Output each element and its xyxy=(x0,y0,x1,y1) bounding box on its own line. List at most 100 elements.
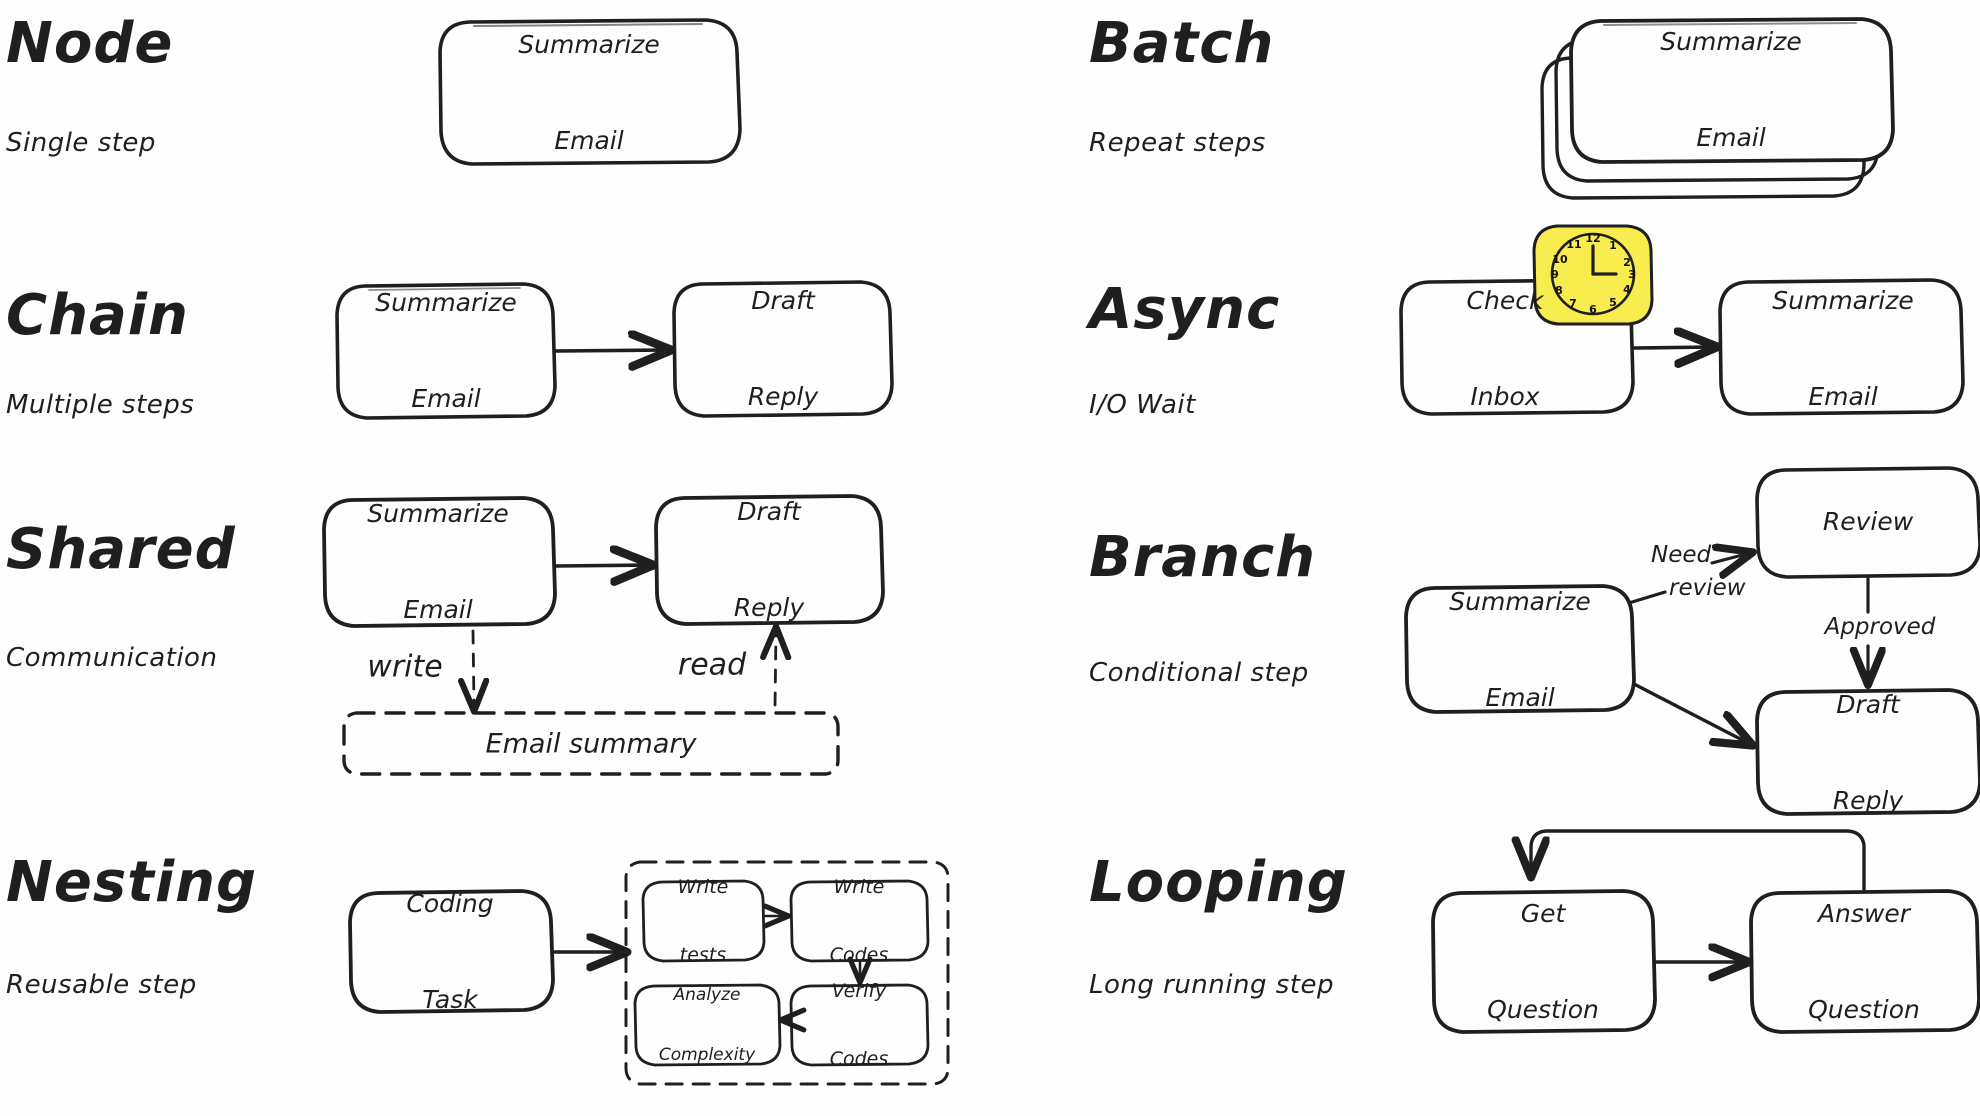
shared-store-label: Email summary xyxy=(485,728,697,760)
chain-box2-label: Draft Reply xyxy=(683,221,883,477)
nesting-sub3-label: Verify Codes xyxy=(789,934,929,1116)
branch-edge-label-need: Need xyxy=(1651,542,1712,568)
clock-icon-shape xyxy=(1532,224,1654,326)
line2: Email xyxy=(1485,683,1555,712)
line2: Email xyxy=(1808,382,1878,411)
diagram-strokes xyxy=(322,17,1980,1086)
section-subtitle-async: I/O Wait xyxy=(1089,390,1196,420)
branch-box1-shape xyxy=(1404,584,1636,714)
line1: Summarize xyxy=(375,288,517,317)
nesting-subflow-group-shape xyxy=(624,860,950,1086)
section-subtitle-branch: Conditional step xyxy=(1089,658,1309,688)
line1: Summarize xyxy=(1660,27,1802,56)
section-title-nesting: Nesting xyxy=(6,850,258,915)
line1: Summarize xyxy=(1772,286,1914,315)
line2: Codes xyxy=(829,943,889,966)
svg-text:6: 6 xyxy=(1589,303,1597,316)
nesting-box1-shape xyxy=(348,889,555,1014)
line2: Codes xyxy=(829,1047,889,1070)
batch-label-summarize-email: Summarize Email xyxy=(1606,0,1856,218)
section-subtitle-node: Single step xyxy=(6,128,156,158)
async-edge1 xyxy=(1632,347,1714,348)
chain-box1-label: Summarize Email xyxy=(336,223,556,479)
shared-box2-shape xyxy=(654,494,885,626)
nesting-sub1-label: Write tests xyxy=(633,830,773,1012)
nesting-box1-label: Coding Task xyxy=(350,824,550,1080)
node-box-shape xyxy=(438,18,742,166)
svg-text:2: 2 xyxy=(1623,256,1631,269)
section-subtitle-shared: Communication xyxy=(6,643,218,673)
svg-text:3: 3 xyxy=(1628,268,1636,281)
line1: Analyze xyxy=(673,984,741,1005)
shared-edge-label-read: read xyxy=(677,647,747,683)
nesting-sub2-shape xyxy=(789,879,930,963)
shared-edge-write xyxy=(473,629,474,706)
branch-box3-label: Draft Reply xyxy=(1768,625,1968,881)
line1: Verify xyxy=(831,979,887,1002)
line1: Draft xyxy=(737,497,801,526)
section-title-chain: Chain xyxy=(6,283,189,348)
line1: Get xyxy=(1520,899,1566,928)
looping-box2-label: Answer Question xyxy=(1749,834,1979,1090)
shared-box1-shape xyxy=(322,496,557,628)
section-subtitle-looping: Long running step xyxy=(1089,970,1334,1000)
line2: Question xyxy=(1487,995,1599,1024)
shared-box1-label: Summarize Email xyxy=(328,434,548,690)
branch-edge-label-review: review xyxy=(1669,575,1746,601)
line1: Summarize xyxy=(518,30,660,59)
section-subtitle-chain: Multiple steps xyxy=(6,390,195,420)
line2: Question xyxy=(1808,995,1920,1024)
line2: Email xyxy=(411,384,481,413)
line2: Reply xyxy=(747,382,819,411)
async-box1-label: Check Inbox xyxy=(1395,221,1615,477)
line2: Email xyxy=(1696,123,1766,152)
looping-box1-shape xyxy=(1431,889,1657,1034)
line2: Task xyxy=(422,985,478,1014)
branch-edge-needreview xyxy=(1710,553,1750,563)
shared-store-shape xyxy=(342,711,840,776)
looping-box1-label: Get Question xyxy=(1433,834,1653,1090)
section-title-async: Async xyxy=(1089,277,1281,342)
line1: Draft xyxy=(1836,690,1900,719)
svg-text:5: 5 xyxy=(1609,296,1617,309)
diagram-canvas: Node Single step Summarize Email Batch R… xyxy=(6,0,1980,1090)
line2: Complexity xyxy=(658,1045,756,1066)
branch-box2-shape xyxy=(1755,466,1980,579)
svg-text:8: 8 xyxy=(1555,284,1563,297)
chain-box1-shape xyxy=(335,282,557,420)
batch-stack-shape xyxy=(1540,17,1895,200)
line1: Write xyxy=(833,875,885,898)
section-title-shared: Shared xyxy=(6,517,236,582)
line1: Summarize xyxy=(367,499,509,528)
branch-box1-label: Summarize Email xyxy=(1410,522,1630,778)
svg-text:4: 4 xyxy=(1623,283,1631,296)
svg-text:10: 10 xyxy=(1552,253,1568,266)
line1: Answer xyxy=(1817,899,1911,928)
branch-edge-label-approved: Approved xyxy=(1824,614,1936,641)
nesting-sub4-shape xyxy=(789,983,930,1067)
section-subtitle-batch: Repeat steps xyxy=(1089,128,1266,158)
line1: Draft xyxy=(751,286,815,315)
chain-box2-shape xyxy=(672,280,894,418)
line1: Check xyxy=(1466,286,1544,315)
section-title-node: Node xyxy=(6,11,174,76)
svg-text:9: 9 xyxy=(1551,268,1559,281)
nesting-sub3-shape xyxy=(633,983,782,1067)
shared-box2-label: Draft Reply xyxy=(669,432,869,688)
async-box2-label: Summarize Email xyxy=(1728,221,1958,477)
line2: Reply xyxy=(733,593,805,622)
clock-icon-numerals: 12 1 2 3 4 5 6 7 8 9 10 11 xyxy=(1551,232,1636,316)
line2: Inbox xyxy=(1470,382,1540,411)
node-label-summarize-email: Summarize Email xyxy=(479,0,699,221)
looping-edge-back xyxy=(1531,829,1866,892)
looping-box2-shape xyxy=(1749,889,1980,1034)
line2: Email xyxy=(403,595,473,624)
svg-text:11: 11 xyxy=(1566,238,1581,251)
chain-edge1 xyxy=(554,350,668,351)
svg-text:1: 1 xyxy=(1609,239,1617,252)
line1: Coding xyxy=(406,889,494,918)
nesting-sub1-shape xyxy=(641,879,766,963)
branch-box3-shape xyxy=(1755,688,1980,816)
branch-box2-label: Review xyxy=(1822,507,1914,536)
section-subtitle-nesting: Reusable step xyxy=(6,970,197,1000)
